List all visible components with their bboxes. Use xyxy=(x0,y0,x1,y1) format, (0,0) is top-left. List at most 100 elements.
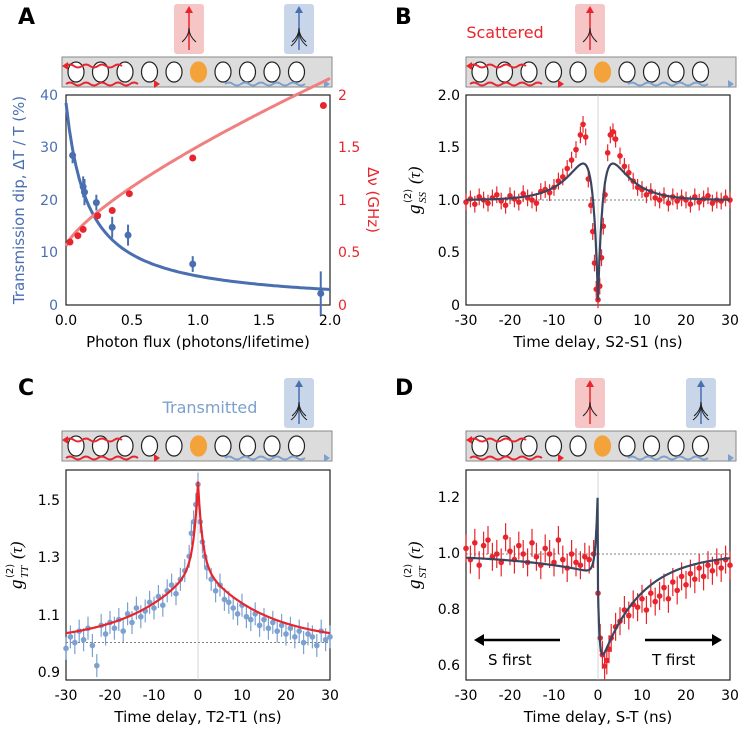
atom xyxy=(691,61,710,83)
data-point xyxy=(94,212,102,220)
x-tick-label: 1.0 xyxy=(187,313,209,329)
data-point xyxy=(516,542,522,549)
data-point xyxy=(665,200,672,206)
data-point xyxy=(287,625,294,632)
data-point xyxy=(480,542,487,549)
data-point xyxy=(529,540,535,546)
scatter-photon-icon xyxy=(582,380,598,424)
atom xyxy=(618,61,636,83)
transmit-photon-icon xyxy=(290,380,308,424)
y-label-arg: (τ) xyxy=(405,166,424,184)
atom xyxy=(238,61,257,83)
data-point xyxy=(67,634,74,640)
data-point xyxy=(146,599,153,606)
data-point xyxy=(72,639,78,646)
atom xyxy=(520,61,538,83)
y-tick-label: 1.2 xyxy=(438,490,460,506)
data-point xyxy=(108,223,116,231)
data-point xyxy=(248,616,254,623)
data-point xyxy=(564,165,570,172)
data-point xyxy=(234,611,241,617)
data-point xyxy=(643,607,650,613)
data-point xyxy=(283,631,289,637)
y-label-sub: TT xyxy=(19,565,31,578)
data-point xyxy=(129,619,135,626)
data-point xyxy=(546,551,553,557)
x-tick-label: 30 xyxy=(721,313,739,329)
data-point xyxy=(256,622,263,629)
x-tick-label: -30 xyxy=(55,688,78,704)
atom xyxy=(238,435,257,457)
panel-a-left-y-ticks: 0 10 20 30 40 xyxy=(40,88,58,314)
panel-b-x-ticks: -30 -20 -10 0 10 20 30 xyxy=(455,313,739,329)
atom xyxy=(642,435,661,457)
data-point xyxy=(265,625,272,632)
fit-curve xyxy=(466,497,730,656)
data-point xyxy=(516,199,522,205)
atom xyxy=(214,61,232,83)
data-point xyxy=(577,132,584,138)
atom xyxy=(667,435,685,457)
data-point xyxy=(173,590,179,597)
y-tick-label: 40 xyxy=(40,88,58,104)
x-tick-label: 20 xyxy=(677,688,695,704)
data-point xyxy=(92,199,100,207)
y-tick-label: 0 xyxy=(338,298,347,314)
x-tick-label: -20 xyxy=(99,688,122,704)
y-label-main: g xyxy=(404,580,425,590)
y-label-arg: (τ) xyxy=(7,541,26,559)
data-point xyxy=(652,598,658,605)
data-point xyxy=(661,584,667,591)
data-point xyxy=(472,201,478,207)
data-point xyxy=(687,570,694,577)
x-tick-label: 2.0 xyxy=(319,313,341,329)
data-point xyxy=(230,605,236,611)
fit-curve xyxy=(466,162,730,300)
data-point xyxy=(94,662,100,669)
y-label-arg: (τ) xyxy=(405,541,424,559)
atom xyxy=(569,435,587,457)
y-label-main: g xyxy=(404,205,425,215)
y-label-sub: ST xyxy=(417,566,429,579)
data-point xyxy=(507,548,513,554)
data-point xyxy=(687,201,694,207)
data-point xyxy=(221,596,228,603)
data-point xyxy=(656,197,663,203)
panel-a-x-ticks: 0.0 0.5 1.0 1.5 2.0 xyxy=(55,313,341,329)
atom xyxy=(691,435,710,457)
arrow-s-first: S first xyxy=(474,634,560,669)
x-tick-label: 20 xyxy=(677,313,695,329)
data-point xyxy=(317,289,325,297)
data-point xyxy=(529,197,535,203)
data-point xyxy=(125,190,133,198)
atom xyxy=(569,61,587,83)
data-point xyxy=(665,596,672,602)
atom xyxy=(165,61,183,83)
x-tick-label: 0 xyxy=(594,688,603,704)
data-point xyxy=(485,537,491,543)
x-tick-label: -10 xyxy=(543,688,566,704)
x-tick-label: 10 xyxy=(633,688,651,704)
data-point xyxy=(580,121,586,128)
data-point xyxy=(568,551,575,557)
x-tick-label: -10 xyxy=(143,688,166,704)
atom xyxy=(520,435,538,457)
panel-a: A xyxy=(10,4,382,351)
atom xyxy=(116,61,134,83)
data-point xyxy=(551,559,557,566)
x-tick-label: 0 xyxy=(194,688,203,704)
panel-a-x-label: Photon flux (photons/lifetime) xyxy=(86,333,310,351)
panel-d-x-label: Time delay, S-T (ns) xyxy=(523,708,673,726)
data-point xyxy=(151,605,157,611)
panel-d-y-ticks: 0.6 0.8 1.0 1.2 xyxy=(438,490,460,674)
data-point xyxy=(270,619,276,626)
y-tick-label: 1.0 xyxy=(438,546,460,562)
x-tick-label: -20 xyxy=(499,688,522,704)
data-point xyxy=(696,565,702,571)
data-point xyxy=(560,556,566,563)
data-point xyxy=(327,634,333,640)
x-tick-label: -30 xyxy=(455,313,478,329)
atom xyxy=(214,435,232,457)
data-point xyxy=(138,613,144,620)
atom-chain xyxy=(67,435,306,457)
